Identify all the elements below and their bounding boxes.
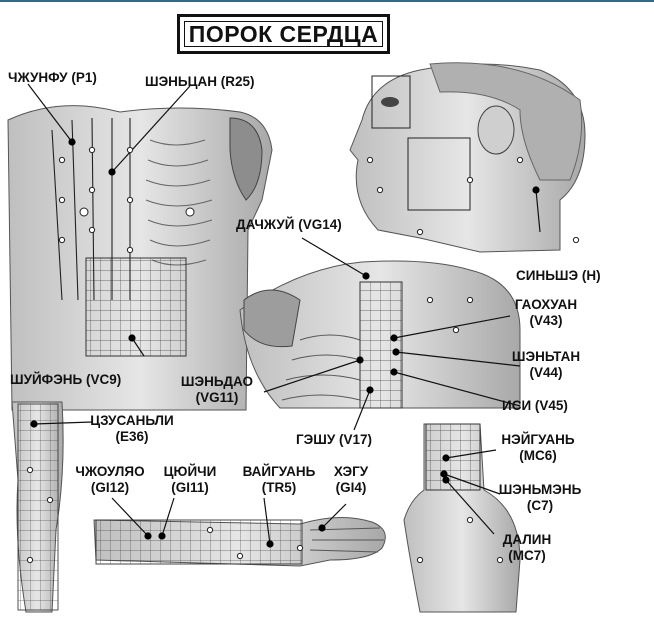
label-vg11-name: ШЭНЬДАО	[180, 374, 254, 389]
label-c7: ШЭНЬМЭНЬ (С7)	[490, 482, 590, 514]
label-mc7-code: (МС7)	[508, 548, 546, 563]
label-v43-name: ГАОХУАН	[514, 297, 578, 312]
label-vc9: ШУЙФЭНЬ (VC9)	[10, 372, 122, 387]
label-vg14: ДАЧЖУЙ (VG14)	[236, 217, 342, 232]
label-gi12-name: ЧЖОУЛЯО	[75, 464, 145, 479]
label-vg11: ШЭНЬДАО (VG11)	[172, 374, 262, 406]
label-gi12-code: (GI12)	[90, 480, 130, 495]
label-e36-name: ЦЗУСАНЬЛИ	[90, 413, 174, 428]
label-tr5: ВАЙГУАНЬ (TR5)	[232, 464, 326, 496]
label-vg11-code: (VG11)	[195, 390, 239, 405]
acupoint-markers	[26, 138, 580, 564]
label-r25: ШЭНЬЦАН (R25)	[145, 74, 255, 89]
leg-figure	[11, 401, 64, 613]
label-gi12: ЧЖОУЛЯО (GI12)	[68, 464, 152, 496]
label-gi11-name: ЦЮЙЧИ	[163, 464, 217, 479]
label-mc6-name: НЭЙГУАНЬ	[501, 432, 575, 447]
label-gi4-code: (GI4)	[335, 480, 367, 495]
label-tr5-code: (TR5)	[261, 480, 297, 495]
hand-figure	[403, 423, 521, 613]
label-e36: ЦЗУСАНЬЛИ (Е36)	[76, 413, 188, 445]
torso-front-figure	[7, 105, 273, 411]
label-v17: ГЭШУ (V17)	[296, 432, 372, 447]
label-gi11: ЦЮЙЧИ (GI11)	[158, 464, 222, 496]
label-v44-code: (V44)	[529, 365, 563, 380]
label-mc6: НЭЙГУАНЬ (МС6)	[490, 432, 586, 464]
label-c7-name: ШЭНЬМЭНЬ	[498, 482, 582, 497]
label-v44-name: ШЭНЬТАН	[511, 349, 581, 364]
title-frame: ПОРОК СЕРДЦА	[177, 14, 390, 54]
label-tr5-name: ВАЙГУАНЬ	[242, 464, 316, 479]
top-rule	[0, 0, 654, 2]
label-h: СИНЬШЭ (Н)	[516, 268, 601, 283]
label-p1: ЧЖУНФУ (Р1)	[8, 70, 97, 85]
label-mc7-name: ДАЛИН	[502, 532, 552, 547]
label-v43: ГАОХУАН (V43)	[506, 297, 586, 329]
label-v44: ШЭНЬТАН (V44)	[506, 349, 586, 381]
label-gi4-name: ХЭГУ	[333, 464, 369, 479]
label-mc7: ДАЛИН (МС7)	[490, 532, 564, 564]
label-gi4: ХЭГУ (GI4)	[326, 464, 376, 496]
back-figure	[239, 260, 521, 409]
label-c7-code: (С7)	[526, 498, 554, 513]
label-v45: ИСИ (V45)	[502, 398, 568, 413]
label-gi11-code: (GI11)	[171, 480, 209, 495]
leader-lines	[27, 83, 541, 545]
page-title: ПОРОК СЕРДЦА	[184, 21, 383, 47]
label-v43-code: (V43)	[529, 313, 563, 328]
label-mc6-code: (МС6)	[519, 448, 557, 463]
head-profile-figure	[349, 62, 586, 253]
label-e36-code: (Е36)	[115, 429, 149, 444]
